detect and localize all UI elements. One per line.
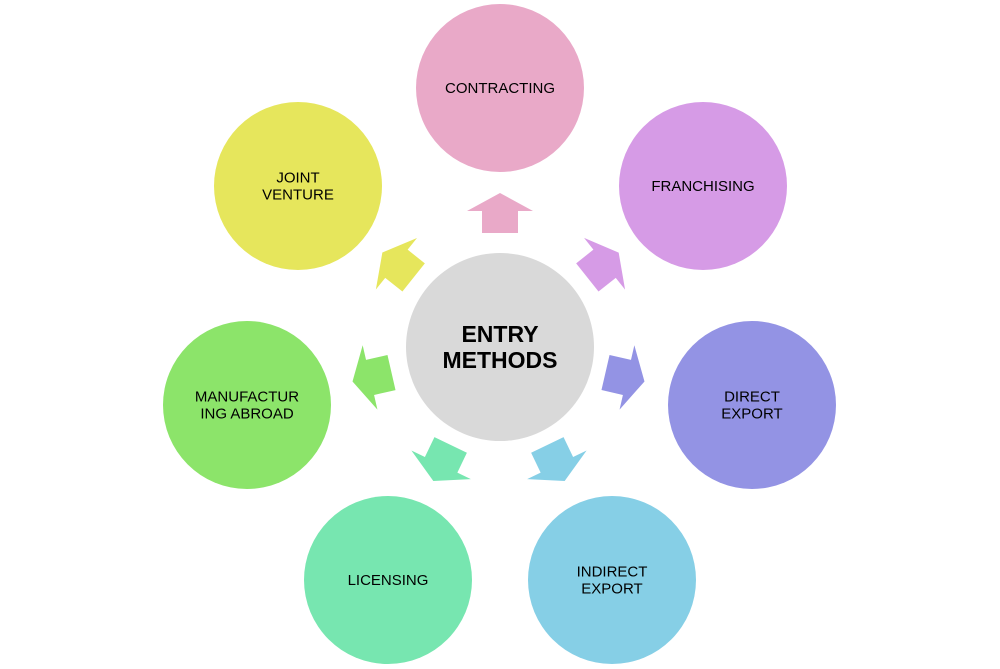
node-circle <box>619 102 787 270</box>
node-label-line: ING ABROAD <box>200 406 294 423</box>
node-franchising: FRANCHISING <box>619 102 787 270</box>
node-label: FRANCHISING <box>651 178 754 195</box>
node-circle <box>668 321 836 489</box>
arrow-to-direct-export <box>601 345 645 410</box>
node-label-line: INDIRECT <box>577 564 648 581</box>
node-label-line: VENTURE <box>262 187 334 204</box>
node-circle <box>304 496 472 664</box>
node-circle <box>416 4 584 172</box>
node-licensing: LICENSING <box>304 496 472 664</box>
node-label-line: FRANCHISING <box>651 178 754 195</box>
node-label-line: LICENSING <box>348 572 429 589</box>
node-label-line: EXPORT <box>581 581 642 598</box>
arrow-to-joint-venture <box>375 237 425 292</box>
arrows <box>352 193 645 482</box>
center-label-line: METHODS <box>443 347 558 373</box>
node-contracting: CONTRACTING <box>416 4 584 172</box>
node-circle <box>163 321 331 489</box>
node-label-line: EXPORT <box>721 406 782 423</box>
arrow-to-contracting <box>467 193 533 233</box>
arrow-to-licensing <box>411 437 471 482</box>
node-circle <box>214 102 382 270</box>
arrow-to-franchising <box>576 237 626 292</box>
arrow-to-indirect-export <box>527 437 587 482</box>
arrow-to-manufacturing-abroad <box>352 345 396 410</box>
node-label: LICENSING <box>348 572 429 589</box>
node-label-line: DIRECT <box>724 389 780 406</box>
node-circle <box>528 496 696 664</box>
node-label-line: JOINT <box>276 170 319 187</box>
center-label-line: ENTRY <box>461 321 538 347</box>
node-label-line: CONTRACTING <box>445 80 555 97</box>
node-label-line: MANUFACTUR <box>195 389 299 406</box>
node-label: CONTRACTING <box>445 80 555 97</box>
center-circle <box>406 253 594 441</box>
